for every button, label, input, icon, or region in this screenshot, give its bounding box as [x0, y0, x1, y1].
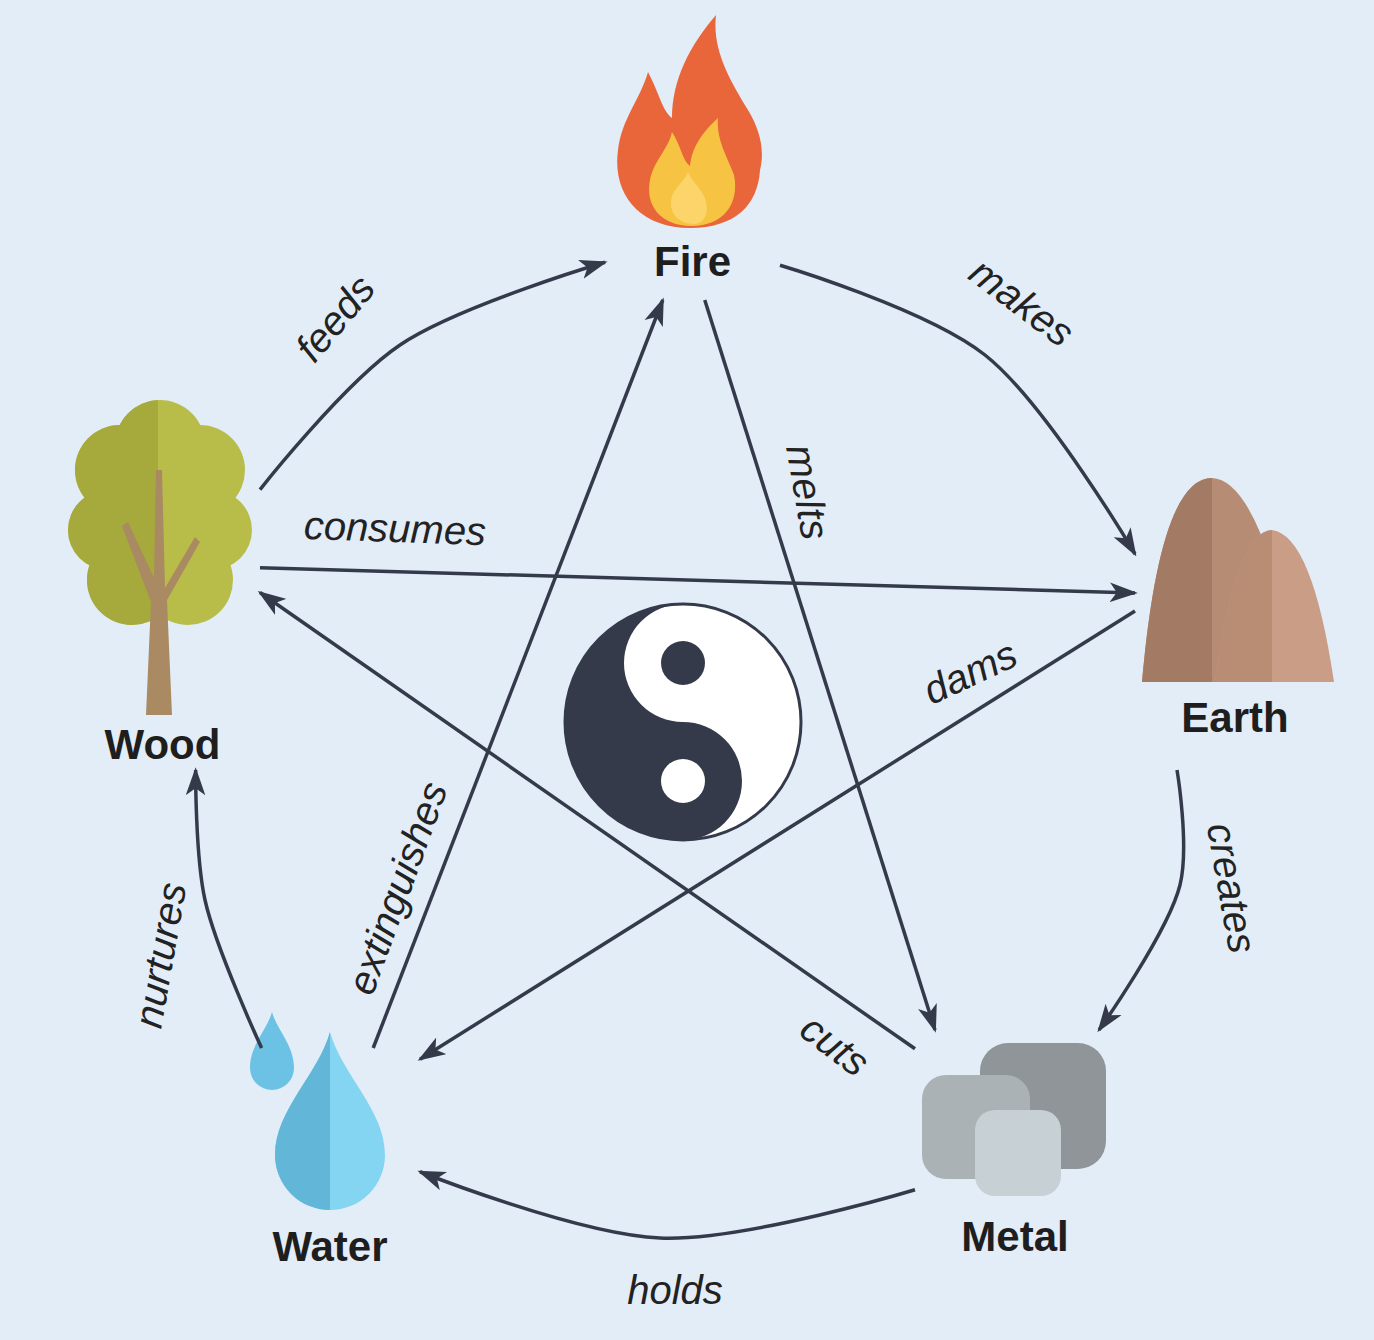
relation-label: dams [914, 630, 1027, 714]
relation-arrow [260, 568, 1135, 593]
relation-arrow [705, 300, 935, 1030]
tree-icon [68, 400, 252, 715]
element-name: Fire [654, 239, 731, 285]
relation-arrow [373, 300, 663, 1048]
relation-arrow [1099, 770, 1184, 1030]
water-icon [250, 1012, 385, 1210]
relation-label: makes [959, 247, 1084, 357]
element-node: Metal [915, 1030, 1115, 1265]
element-node: Wood [65, 415, 260, 770]
yin-yang-symbol [565, 604, 801, 840]
relation-arrow [196, 770, 262, 1048]
element-name: Water [272, 1224, 387, 1270]
relation-label: melts [778, 438, 839, 546]
metal-icon [922, 1043, 1106, 1196]
mountain-icon [1142, 478, 1334, 682]
element-node: Water [240, 1048, 420, 1273]
relation-arrow [260, 262, 605, 489]
relation-arrow [420, 611, 1135, 1059]
element-node: Fire [605, 10, 780, 300]
relation-label: creates [1198, 817, 1265, 960]
relation-label: extinguishes [337, 773, 456, 1003]
relation-label: feeds [285, 264, 385, 372]
relation-label: nurtures [125, 876, 195, 1034]
element-name: Metal [961, 1214, 1068, 1260]
relation-arrow [260, 593, 915, 1049]
relation-label: holds [624, 1268, 726, 1312]
fire-icon [617, 15, 762, 228]
element-name: Wood [105, 722, 221, 768]
element-node: Earth [1135, 470, 1335, 770]
element-name: Earth [1181, 695, 1288, 741]
relation-arrow [420, 1172, 915, 1238]
relation-label: consumes [300, 503, 490, 554]
